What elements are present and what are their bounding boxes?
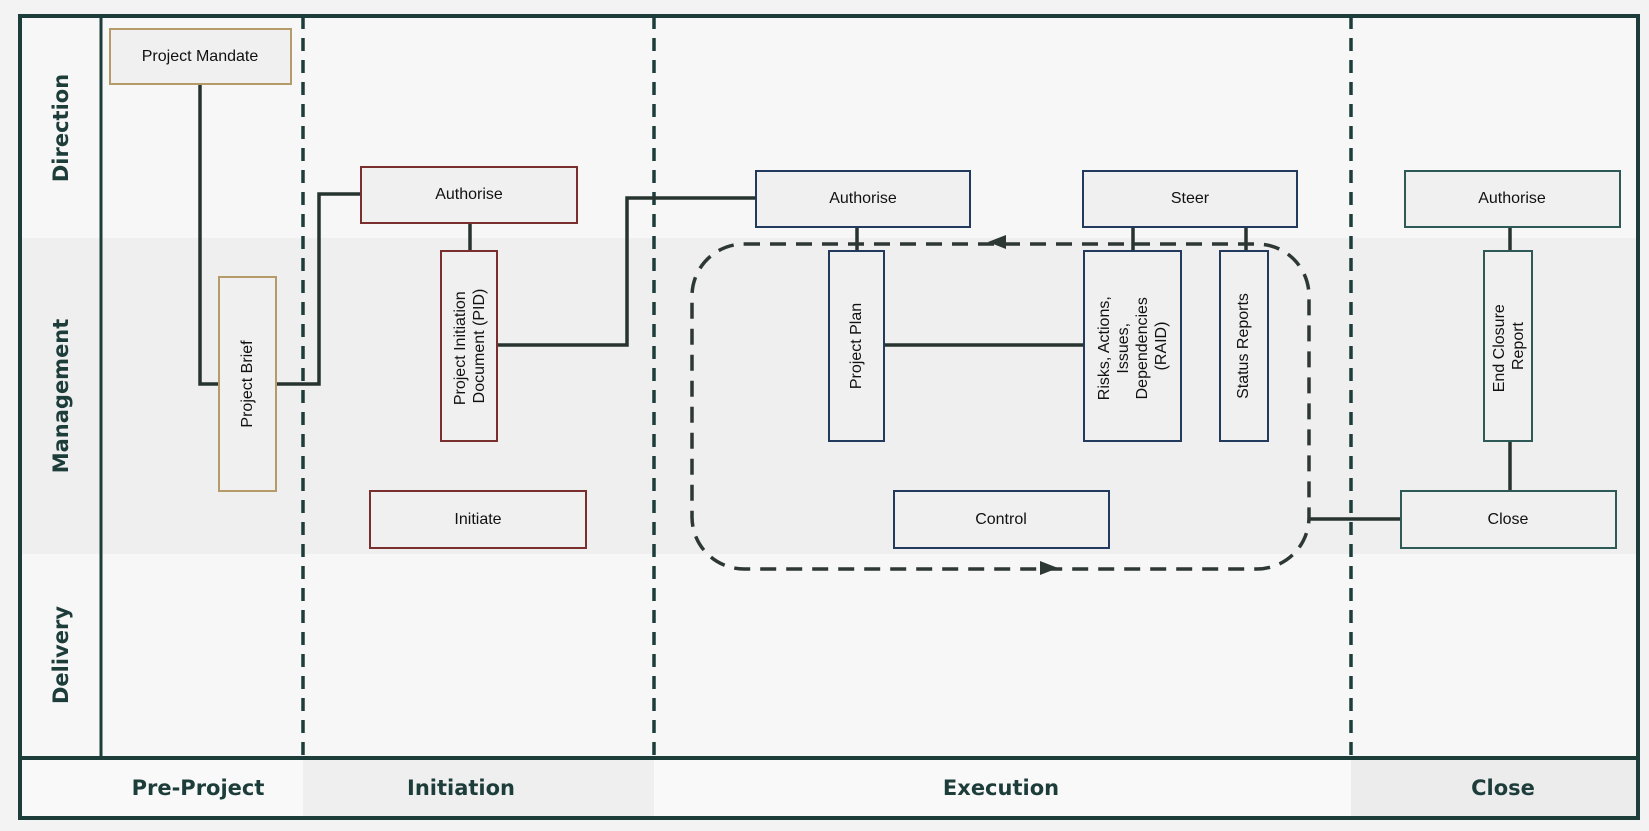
steer-label: Steer bbox=[1171, 190, 1210, 207]
footer-pre-project-bg bbox=[20, 758, 303, 818]
steer-box bbox=[1082, 170, 1298, 228]
project-brief-box bbox=[218, 276, 277, 492]
connector-pid-to-authorise bbox=[497, 196, 756, 347]
raid-label-line-1: Risks, Actions, bbox=[1096, 296, 1113, 400]
status-reports-label: Status Reports bbox=[1235, 293, 1252, 399]
raid-box bbox=[1083, 250, 1182, 442]
phase-label-initiation: Initiation bbox=[407, 776, 515, 800]
pid-label-line-2: Document (PID) bbox=[471, 289, 488, 404]
raid-label: Risks, Actions, Issues, Dependencies (RA… bbox=[1096, 292, 1170, 400]
end-closure-report-line-2: Report bbox=[1510, 321, 1527, 370]
authorise-initiation-label: Authorise bbox=[435, 186, 503, 203]
raid-label-line-3: Dependencies bbox=[1134, 297, 1151, 399]
outer-frame bbox=[18, 14, 1640, 820]
raid-label-line-2: Issues, bbox=[1115, 323, 1132, 374]
lane-label-direction: Direction bbox=[49, 74, 73, 182]
phase-label-pre-project: Pre-Project bbox=[132, 776, 265, 800]
end-closure-report-line-1: End Closure bbox=[1491, 304, 1508, 392]
phase-label-close: Close bbox=[1471, 776, 1535, 800]
initiate-box bbox=[369, 490, 587, 549]
end-closure-report-label: End Closure Report bbox=[1491, 300, 1527, 393]
pid-box bbox=[440, 250, 498, 442]
lane-label-delivery: Delivery bbox=[49, 606, 73, 704]
close-box bbox=[1400, 490, 1617, 549]
connector-brief-to-authorise bbox=[276, 192, 361, 386]
connector-mandate-to-brief bbox=[198, 84, 219, 386]
control-label: Control bbox=[975, 511, 1027, 528]
footer-execution-bg bbox=[654, 758, 1351, 818]
control-box bbox=[893, 490, 1110, 549]
initiate-label: Initiate bbox=[454, 511, 501, 528]
authorise-close-label: Authorise bbox=[1478, 190, 1546, 207]
loop-arrow-right-icon bbox=[1040, 561, 1058, 575]
project-mandate-label: Project Mandate bbox=[142, 48, 259, 65]
lane-label-management: Management bbox=[49, 319, 73, 474]
end-closure-report-box bbox=[1483, 250, 1533, 442]
status-reports-box bbox=[1219, 250, 1269, 442]
authorise-close-box bbox=[1404, 170, 1621, 228]
delivery-lane bbox=[20, 554, 1638, 758]
authorise-execution-label: Authorise bbox=[829, 190, 897, 207]
project-plan-label: Project Plan bbox=[848, 303, 865, 389]
raid-label-line-4: (RAID) bbox=[1153, 322, 1170, 371]
close-label: Close bbox=[1488, 511, 1529, 528]
phase-label-execution: Execution bbox=[943, 776, 1059, 800]
project-brief-label: Project Brief bbox=[239, 340, 256, 428]
project-plan-box bbox=[828, 250, 885, 442]
authorise-execution-box bbox=[755, 170, 971, 228]
project-mandate-box bbox=[109, 28, 292, 85]
loop-arrow-left-icon bbox=[988, 235, 1006, 249]
footer-close-bg bbox=[1351, 758, 1638, 818]
pid-label: Project Initiation Document (PID) bbox=[452, 287, 488, 405]
control-loop bbox=[690, 242, 1311, 571]
pid-label-line-1: Project Initiation bbox=[452, 291, 469, 405]
authorise-initiation-box bbox=[360, 166, 578, 224]
footer-initiation-bg bbox=[303, 758, 654, 818]
